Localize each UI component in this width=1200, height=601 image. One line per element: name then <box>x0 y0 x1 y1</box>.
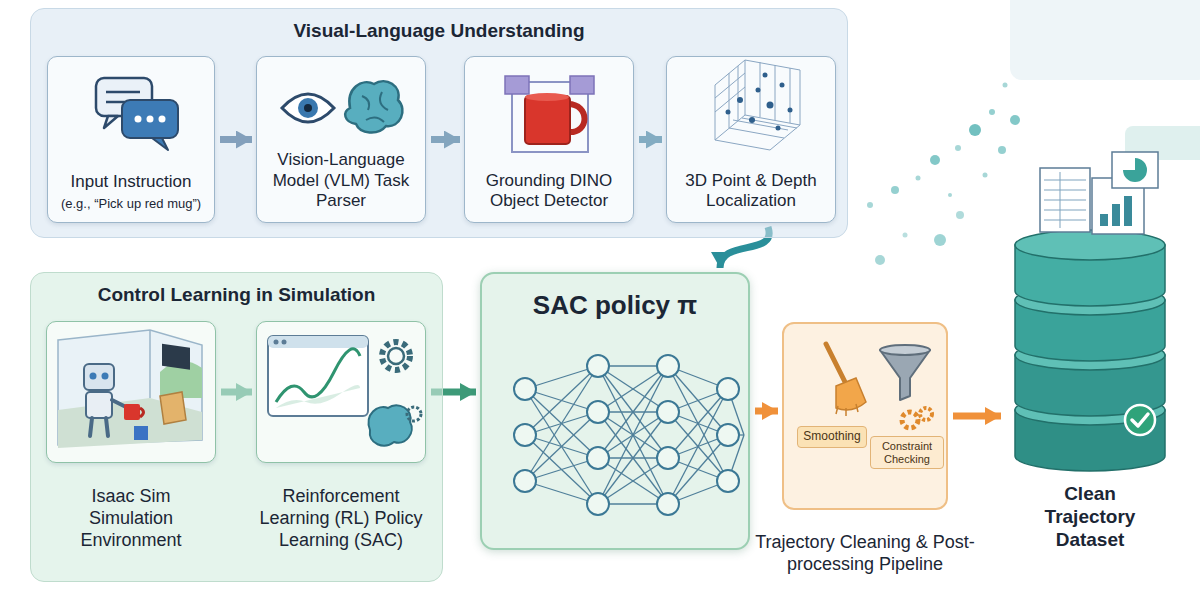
text-group: Reinforcement Learning (RL) Policy Learn… <box>257 486 425 552</box>
tag-label: Smoothing <box>797 426 866 448</box>
node-subtitle: (e.g., “Pick up red mug”) <box>54 196 208 212</box>
node-title: Grounding DINO Object Detector <box>471 171 627 212</box>
policy-box: SAC policy π <box>480 272 750 550</box>
flow-arrow <box>953 413 1001 420</box>
node-title: Input Instruction <box>54 172 208 193</box>
text-group: Isaac Sim Simulation Environment <box>47 486 215 552</box>
simulation-scene-icon <box>58 330 202 448</box>
node-title: Visual-Language Understanding <box>37 19 841 42</box>
text-group: Visual-Language Understanding <box>37 19 841 42</box>
tag-chip: Smoothing <box>790 426 874 448</box>
text-group: Control Learning in Simulation <box>37 283 436 306</box>
dataset-node: Clean Trajectory Dataset <box>1005 150 1175 470</box>
process-box: Reinforcement Learning (RL) Policy Learn… <box>256 321 426 463</box>
text-group: Input Instruction (e.g., “Pick up red mug… <box>54 172 208 212</box>
node-title: SAC policy π <box>488 290 742 322</box>
rl-training-icon <box>268 336 421 446</box>
process-box: 3D Point & Depth Localization <box>666 56 836 223</box>
process-box: Input Instruction (e.g., “Pick up red mug… <box>47 56 215 223</box>
node-title: 3D Point & Depth Localization <box>673 171 829 212</box>
network-icon <box>514 355 744 515</box>
process-box: Isaac Sim Simulation Environment <box>46 321 216 463</box>
text-group: Grounding DINO Object Detector <box>471 171 627 212</box>
process-box: Vision-Language Model (VLM) Task Parser <box>256 56 426 223</box>
tag-label: Constraint Checking <box>870 436 944 469</box>
chat-icon <box>96 78 178 150</box>
node-title: Trajectory Cleaning & Post-processing Pi… <box>752 532 978 576</box>
text-group: SAC policy π <box>488 290 742 322</box>
node-title: Control Learning in Simulation <box>37 283 436 306</box>
section-band: Visual-Language UnderstandingInput Instr… <box>30 8 848 238</box>
mug-detection-icon <box>505 76 594 152</box>
text-group: Vision-Language Model (VLM) Task Parser <box>263 150 419 212</box>
node-title: Reinforcement Learning (RL) Policy Learn… <box>257 486 425 552</box>
flow-arrow <box>755 408 778 415</box>
cleaning-tools-icon <box>826 344 932 428</box>
node-title: Clean Trajectory Dataset <box>1035 482 1145 552</box>
node-title: Vision-Language Model (VLM) Task Parser <box>263 150 419 212</box>
text-group: 3D Point & Depth Localization <box>673 171 829 212</box>
pipeline-box: Trajectory Cleaning & Post-processing Pi… <box>782 322 948 510</box>
text-group: Clean Trajectory Dataset <box>1035 482 1145 552</box>
process-box: Grounding DINO Object Detector <box>464 56 634 223</box>
database-icon <box>1015 152 1165 471</box>
point-cloud-icon <box>715 60 800 150</box>
node-title: Isaac Sim Simulation Environment <box>47 486 215 552</box>
section-band: Control Learning in SimulationIsaac Sim … <box>30 272 443 582</box>
eye-brain-icon <box>282 81 402 132</box>
text-group: Trajectory Cleaning & Post-processing Pi… <box>752 532 978 576</box>
tag-chip: Constraint Checking <box>870 436 944 469</box>
